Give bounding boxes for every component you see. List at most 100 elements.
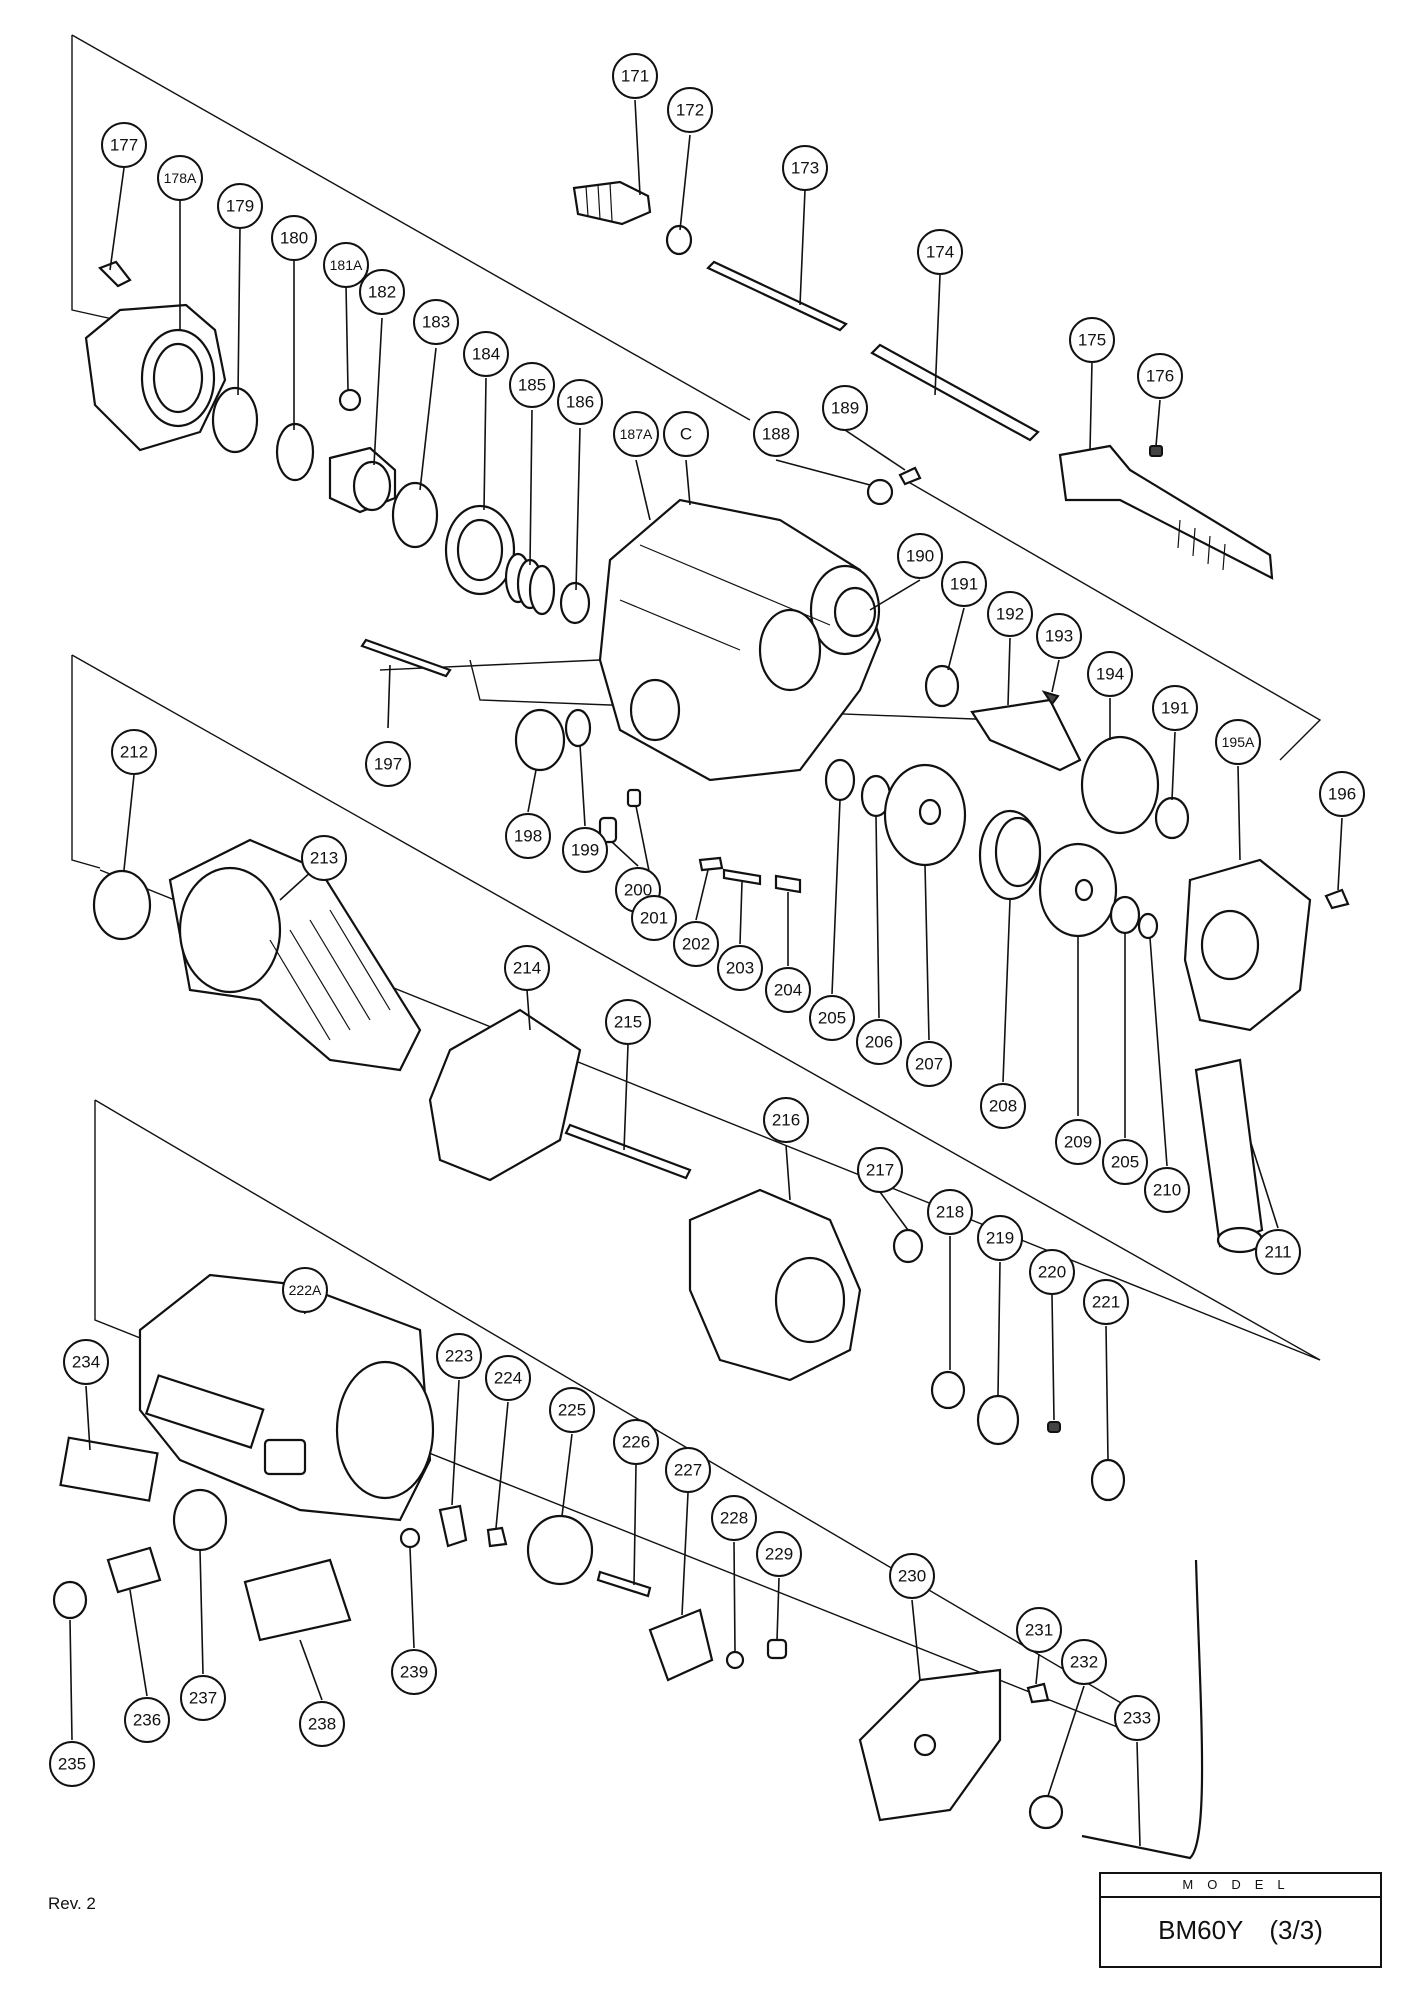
part-181A-shape [338,388,362,412]
callout-circle [1061,1639,1107,1685]
callout-212: 212 [111,729,157,775]
callout-label: 232 [1070,1653,1098,1672]
callout-label: 216 [772,1111,800,1130]
callout-label: 207 [915,1055,943,1074]
callout-222A: 222A [282,1267,328,1313]
callout-circle [111,729,157,775]
callout-179: 179 [217,183,263,229]
part-205b-shape [1109,895,1141,935]
callout-circle [505,813,551,859]
part-207-shape [883,763,967,867]
part-200-shape [598,816,618,844]
callout-circle [323,242,369,288]
callout-circle [906,1041,952,1087]
callout-label: 200 [624,881,652,900]
callout-label: 222A [289,1282,322,1298]
callout-231: 231 [1016,1607,1062,1653]
part-186-shape [559,581,591,625]
callout-label: 204 [774,981,802,1000]
part-236-shape [106,1546,162,1594]
part-226-shape [596,1570,652,1598]
callout-201: 201 [631,895,677,941]
callout-205b: 205 [1102,1139,1148,1185]
callout-175: 175 [1069,317,1115,363]
callout-circle [436,1333,482,1379]
callout-circle [557,379,603,425]
part-211-shape [1194,1058,1264,1254]
callout-label: 188 [762,425,790,444]
callout-circle [753,411,799,457]
callout-circle [763,1097,809,1143]
callout-label: 229 [765,1545,793,1564]
callout-label: 215 [614,1013,642,1032]
callout-circle [673,921,719,967]
callout-label: 233 [1123,1709,1151,1728]
callout-223: 223 [436,1333,482,1379]
callout-228: 228 [711,1495,757,1541]
callout-199: 199 [562,827,608,873]
part-237-shape [172,1488,228,1552]
callout-circle [711,1495,757,1541]
callout-circle [889,1553,935,1599]
part-180-shape [275,422,315,482]
part-205a-shape [824,758,856,802]
callout-circle [271,215,317,261]
callout-circle [1319,771,1365,817]
callout-circle [359,269,405,315]
part-221-shape [1090,1458,1126,1502]
callout-circle [667,87,713,133]
part-216-shape [688,1188,862,1382]
part-196-shape [1324,888,1350,910]
part-227-shape [648,1608,714,1682]
part-201-shape [626,788,642,808]
callout-label: 191 [950,575,978,594]
part-194-shape [1080,735,1160,835]
part-229-shape [766,1638,788,1660]
part-171-shape [572,180,652,226]
callout-circle [63,1339,109,1385]
callout-label: 203 [726,959,754,978]
part-173-shape [706,260,848,332]
callout-215: 215 [605,999,651,1045]
part-203-shape [722,868,762,886]
part-220-shape [1047,1421,1061,1433]
part-191a-shape [924,664,960,708]
callout-206: 206 [856,1019,902,1065]
callout-label: 189 [831,399,859,418]
part-209-shape [1038,842,1118,938]
callout-label: 221 [1092,1293,1120,1312]
part-175-shape [1058,444,1274,580]
model-label: MODEL [1101,1874,1380,1898]
callout-220: 220 [1029,1249,1075,1295]
callout-label: 179 [226,197,254,216]
callout-label: 194 [1096,665,1124,684]
model-title-block: MODEL BM60Y(3/3) [1099,1872,1382,1968]
callout-label: 185 [518,376,546,395]
callout-label: 225 [558,1401,586,1420]
callout-label: 178A [164,170,197,186]
part-204-shape [774,874,802,894]
callout-circle [180,1675,226,1721]
callout-circle [1215,719,1261,765]
callout-label: 176 [1146,367,1174,386]
callout-197: 197 [365,741,411,787]
part-231-shape [1026,1682,1050,1704]
callout-207: 207 [906,1041,952,1087]
leader-lines [69,99,1343,1847]
callout-circle [756,1531,802,1577]
callout-label: 186 [566,393,594,412]
callout-label: 223 [445,1347,473,1366]
part-195A-shape [1183,858,1312,1032]
callout-label: 184 [472,345,500,364]
callout-label: 191 [1161,699,1189,718]
callout-label: 231 [1025,1621,1053,1640]
callout-circle [413,299,459,345]
callout-label: 173 [791,159,819,178]
callout-circle [717,945,763,991]
callout-circle [1016,1607,1062,1653]
callout-177: 177 [101,122,147,168]
callout-label: 183 [422,313,450,332]
part-183-shape [391,481,439,549]
callout-label: 205 [1111,1153,1139,1172]
